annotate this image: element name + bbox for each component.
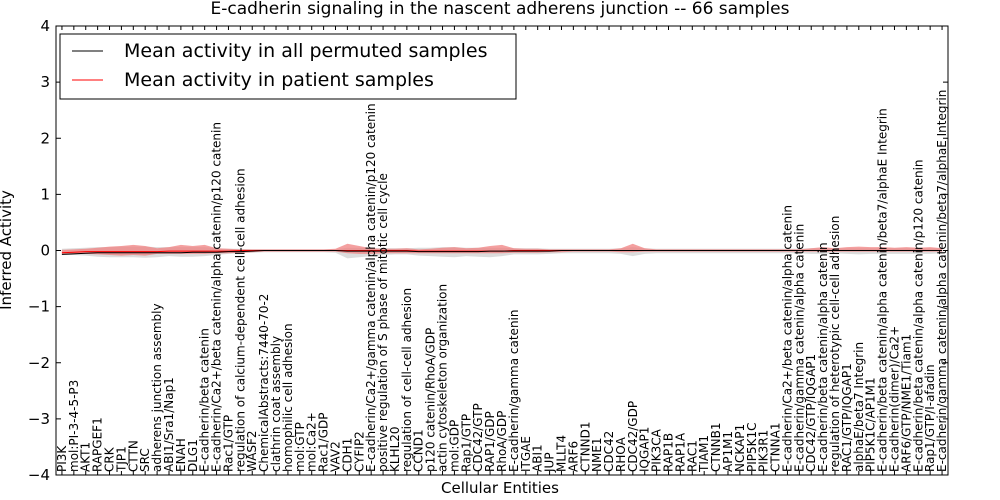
x-tick-label: clathrin coat assembly bbox=[269, 336, 283, 472]
x-tick-label: Rap1/GTP bbox=[459, 414, 473, 472]
x-tick-label: AKT1 bbox=[79, 442, 93, 472]
x-tick-label: regulation of calcium-dependent cell-cel… bbox=[233, 168, 247, 472]
y-tick-label: 3 bbox=[40, 73, 50, 91]
x-tick-label: CTNND1 bbox=[578, 421, 592, 472]
y-tick-label: −2 bbox=[28, 354, 50, 372]
x-tick-label: RAP1B bbox=[662, 433, 676, 472]
permuted-mean-line bbox=[61, 250, 943, 255]
x-tick-label: RhoA/GDP bbox=[495, 411, 509, 472]
x-tick-label: Rac1/GTP bbox=[222, 415, 236, 472]
x-tick-label: CDC42/GTP bbox=[471, 403, 485, 472]
x-tick-label: SRC bbox=[138, 448, 152, 472]
x-tick-label: CDH1 bbox=[340, 438, 354, 472]
x-tick-label: E-cadherin/beta catenin/alpha catenin/be… bbox=[876, 108, 890, 472]
x-tick-label: mol:GTP bbox=[293, 422, 307, 472]
x-tick-label: PIP5K1C/AP1M1 bbox=[864, 377, 878, 472]
y-tick-label: 1 bbox=[40, 185, 50, 203]
x-tick-label: E-cadherin/gamma catenin/alpha catenin bbox=[792, 224, 806, 472]
x-axis: PI3Kmol:PI-3-4-5-P3AKT1RAPGEF1CRKTJP1CTT… bbox=[55, 26, 949, 475]
x-tick-label: Rac1/GDP bbox=[317, 413, 331, 472]
x-tick-label: AP1M1 bbox=[721, 431, 735, 472]
x-tick-label: NCKAP1 bbox=[733, 424, 747, 472]
x-tick-label: RHOA bbox=[614, 436, 628, 472]
x-tick-label: CCND1 bbox=[412, 429, 426, 472]
y-tick-label: −1 bbox=[28, 298, 50, 316]
legend-label-patient: Mean activity in patient samples bbox=[124, 69, 434, 91]
x-tick-label: PIK3CA bbox=[650, 428, 664, 472]
plot-area bbox=[61, 243, 943, 259]
y-axis-label: Inferred Activity bbox=[0, 190, 15, 310]
x-tick-label: RAP1A bbox=[673, 432, 687, 472]
x-tick-label: KLHL20 bbox=[388, 426, 402, 472]
y-axis: 4 3 2 1 0 −1 −2 −3 −4 bbox=[28, 17, 948, 484]
x-tick-label: regulation of cell-cell adhesion bbox=[400, 288, 414, 472]
x-tick-label: ITGAE bbox=[519, 436, 533, 472]
x-tick-label: E-cadherin/beta catenin/alpha catenin/p1… bbox=[911, 159, 925, 472]
x-tick-label: actin cytoskeleton organization bbox=[436, 284, 450, 472]
x-tick-label: CDC42/GDP bbox=[626, 401, 640, 472]
x-tick-label: PIP5K1C bbox=[745, 422, 759, 472]
x-tick-label: ENAH bbox=[174, 438, 188, 472]
x-tick-label: PI3K bbox=[55, 445, 69, 472]
x-tick-label: VAV2 bbox=[329, 441, 343, 472]
x-tick-label: TJP1 bbox=[114, 446, 128, 473]
x-tick-label: p120 catenin/RhoA/GDP bbox=[424, 328, 438, 472]
x-tick-label: homophilic cell adhesion bbox=[281, 323, 295, 472]
x-tick-label: positive regulation of S phase of mitoti… bbox=[376, 173, 390, 472]
x-tick-label: E-cadherin/Ca2+/beta catenin/alpha caten… bbox=[780, 205, 794, 472]
x-tick-label: CRK bbox=[103, 446, 117, 472]
x-tick-label: adherens junction assembly bbox=[150, 303, 164, 472]
x-tick-label: WASF2 bbox=[245, 430, 259, 472]
x-tick-label: regulation of heterotypic cell-cell adhe… bbox=[828, 216, 842, 472]
x-tick-label: RAP1/GDP bbox=[483, 411, 497, 472]
y-tick-label: −4 bbox=[28, 466, 50, 484]
x-tick-label: mol:PI-3-4-5-P3 bbox=[67, 380, 81, 472]
x-tick-label: Rap1/GTP/I-afadin bbox=[923, 364, 937, 472]
x-tick-label: E-cadherin/gamma catenin/alpha catenin/b… bbox=[935, 90, 949, 472]
legend: Mean activity in all permuted samples Me… bbox=[59, 33, 517, 100]
x-tick-label: TIAM1 bbox=[697, 435, 711, 473]
x-tick-label: DLG1 bbox=[186, 439, 200, 472]
x-tick-label: E-cadherin/beta catenin bbox=[198, 328, 212, 472]
x-tick-label: IQGAP1 bbox=[638, 427, 652, 472]
x-tick-label: PIK3R1 bbox=[757, 430, 771, 472]
y-tick-label: 2 bbox=[40, 129, 50, 147]
x-tick-label: CTNNA1 bbox=[769, 422, 783, 472]
x-tick-label: E-cadherin/beta catenin/alpha catenin bbox=[816, 242, 830, 472]
x-tick-label: E-cadherin/gamma catenin bbox=[507, 310, 521, 473]
y-tick-label: 0 bbox=[40, 242, 50, 260]
x-tick-label: CTTN bbox=[126, 440, 140, 472]
x-tick-label: JUP bbox=[543, 452, 557, 473]
patient-range-band bbox=[61, 243, 943, 256]
x-tick-label: CDC42 bbox=[602, 431, 616, 472]
x-tick-label: E-cadherin(dimer)/Ca2+ bbox=[888, 326, 902, 472]
x-tick-label: CDC42/GTP/IQGAP1 bbox=[804, 354, 818, 472]
x-tick-label: alphaE/beta7 Integrin bbox=[852, 342, 866, 472]
x-tick-label: E-cadherin/Ca2+/gamma catenin/alpha cate… bbox=[364, 103, 378, 472]
x-tick-label: mol:GDP bbox=[447, 420, 461, 472]
x-tick-label: MLLT4 bbox=[555, 435, 569, 472]
x-tick-label: E-cadherin/Ca2+/beta catenin/alpha caten… bbox=[210, 122, 224, 472]
legend-label-permuted: Mean activity in all permuted samples bbox=[124, 40, 487, 62]
x-tick-label: ABI1/Sra1/Nap1 bbox=[162, 377, 176, 472]
x-tick-label: mol:Ca2+ bbox=[305, 412, 319, 472]
x-tick-label: ChemicalAbstracts:7440-70-2 bbox=[257, 294, 271, 472]
x-tick-label: RAC1/GTP/IQGAP1 bbox=[840, 363, 854, 472]
y-tick-label: −3 bbox=[28, 410, 50, 428]
x-axis-label: Cellular Entities bbox=[441, 479, 559, 497]
x-tick-label: ARF6 bbox=[566, 441, 580, 472]
x-tick-label: CYFIP2 bbox=[352, 431, 366, 472]
x-tick-label: NME1 bbox=[590, 437, 604, 472]
x-tick-label: CTNNB1 bbox=[709, 422, 723, 472]
x-tick-label: ARF6/GTP/NME1/Tiam1 bbox=[899, 334, 913, 472]
y-tick-label: 4 bbox=[40, 17, 50, 35]
legend-box bbox=[59, 33, 517, 100]
x-tick-label: ABI1 bbox=[531, 444, 545, 472]
chart-title: E-cadherin signaling in the nascent adhe… bbox=[211, 0, 790, 19]
x-tick-label: RAPGEF1 bbox=[91, 417, 105, 472]
x-tick-label: RAC1 bbox=[685, 440, 699, 472]
